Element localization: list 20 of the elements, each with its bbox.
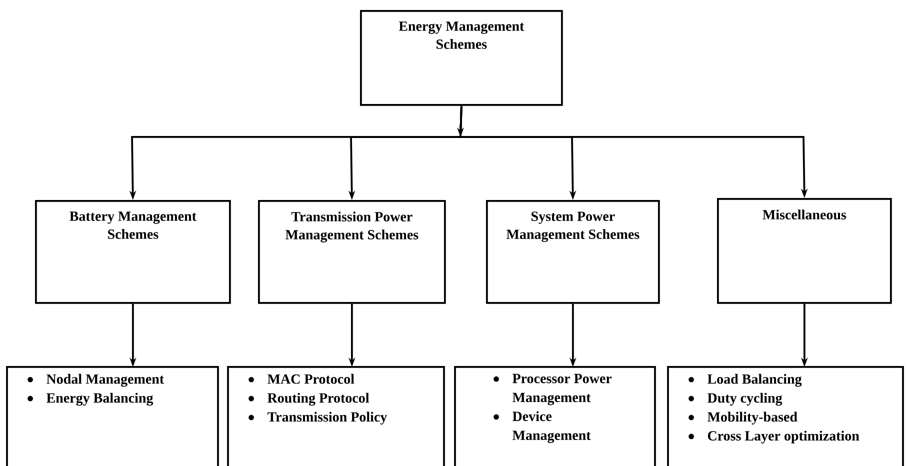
list-box: Load Balancing Duty cycling Mobility-based Cross Layer optimization bbox=[667, 366, 904, 466]
list-box: Nodal Management Energy Balancing bbox=[6, 366, 219, 466]
category-box: Battery Management Schemes bbox=[35, 200, 231, 304]
category-box: System Power Management Schemes bbox=[486, 200, 660, 304]
node-label: Nodal Management bbox=[46, 374, 164, 387]
list-box: Processor Power Management Device Management bbox=[454, 366, 656, 466]
node-label: Load Balancing bbox=[708, 374, 802, 387]
category-box: Transmission Power Management Schemes bbox=[258, 200, 446, 304]
node-label: Cross Layer optimization bbox=[708, 430, 860, 444]
category-box: Miscellaneous bbox=[717, 198, 892, 304]
category-box: Energy Management Schemes bbox=[360, 10, 563, 106]
node-label: Mobility-based bbox=[708, 412, 798, 425]
node-label: Transmission Policy bbox=[267, 412, 388, 425]
node-label: MAC Protocol bbox=[268, 374, 354, 384]
node-label: Energy Balancing bbox=[46, 392, 154, 406]
list-box: MAC Protocol Routing Protocol Transmission Policy bbox=[227, 366, 445, 466]
node-label: Device Management bbox=[512, 411, 591, 443]
node-label: Routing Protocol bbox=[268, 392, 370, 406]
node-label: Duty cycling bbox=[708, 392, 782, 406]
node-label: Processor Power Management bbox=[512, 374, 612, 406]
